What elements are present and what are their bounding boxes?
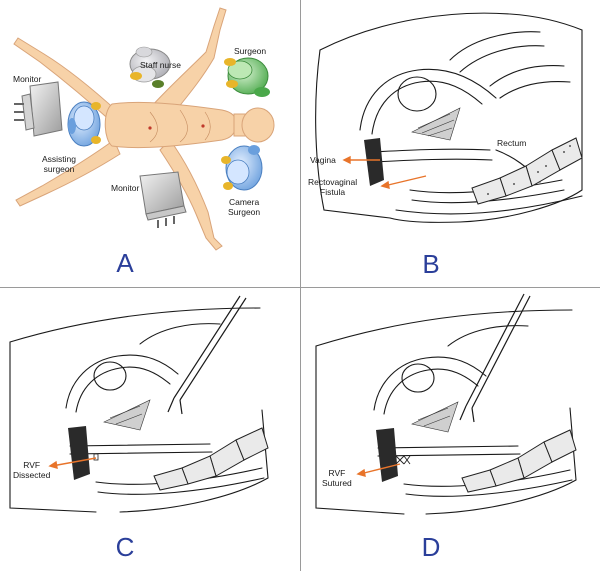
monitor-left-icon bbox=[14, 81, 63, 137]
label-rvf-dissected: RVF Dissected bbox=[13, 460, 51, 480]
label-rectovaginal-fistula: Rectovaginal Fistula bbox=[308, 177, 358, 197]
laparoscopic-instrument bbox=[459, 293, 531, 423]
panel-d: RVF Sutured D bbox=[300, 288, 600, 571]
camera-surgeon-figure bbox=[221, 145, 263, 191]
laparoscopic-instrument bbox=[167, 295, 247, 415]
panel-divider-horizontal bbox=[0, 287, 600, 288]
sacrum bbox=[471, 137, 583, 205]
panel-c-illustration bbox=[9, 295, 269, 513]
label-camera-surgeon: Camera Surgeon bbox=[228, 197, 261, 217]
port-mark bbox=[148, 126, 152, 130]
label-surgeon: Surgeon bbox=[234, 46, 267, 56]
label-staff-nurse: Staff nurse bbox=[140, 60, 181, 70]
panel-letter-a: A bbox=[116, 248, 134, 278]
panel-letter-c: C bbox=[115, 532, 135, 562]
panel-divider-vertical bbox=[300, 0, 301, 571]
fistula-gap bbox=[93, 453, 99, 461]
panel-a: Monitor Staff nurse Surgeon Assisting su… bbox=[0, 0, 300, 287]
suture-mark bbox=[395, 455, 411, 465]
sacrum bbox=[461, 429, 577, 493]
patient-contour bbox=[149, 109, 211, 143]
panel-letter-d: D bbox=[421, 532, 441, 562]
panel-c: RVF Dissected C bbox=[0, 288, 300, 571]
panel-letter-b: B bbox=[422, 249, 440, 279]
label-monitor-left: Monitor bbox=[13, 74, 42, 84]
arrow-fistula bbox=[380, 175, 427, 189]
uterus-hatch bbox=[411, 107, 461, 141]
sacrum bbox=[153, 427, 269, 491]
uterus-hatch bbox=[411, 401, 459, 433]
label-rvf-sutured: RVF Sutured bbox=[322, 468, 352, 488]
arrow-vagina bbox=[342, 155, 380, 165]
label-rectum: Rectum bbox=[497, 138, 527, 148]
panel-b: Vagina Rectum Rectovaginal Fistula B bbox=[300, 0, 600, 287]
perineal-muscle bbox=[376, 428, 398, 482]
staff-nurse-figure bbox=[129, 46, 171, 88]
panel-b-illustration bbox=[315, 12, 583, 223]
panel-a-illustration bbox=[13, 7, 275, 251]
panel-d-illustration bbox=[315, 293, 577, 515]
perineal-muscle bbox=[364, 138, 384, 186]
port-mark bbox=[201, 124, 205, 128]
arrow-rvf-dissected bbox=[48, 457, 97, 469]
assisting-surgeon-figure bbox=[67, 101, 101, 147]
surgeon-figure bbox=[224, 57, 270, 97]
arrow-rvf-sutured bbox=[356, 463, 401, 477]
uterus-hatch bbox=[103, 399, 151, 431]
label-assisting-surgeon: Assisting surgeon bbox=[42, 154, 77, 174]
perineal-muscle bbox=[68, 426, 90, 480]
monitor-bottom-icon bbox=[139, 171, 187, 228]
label-vagina: Vagina bbox=[310, 155, 336, 165]
label-monitor-bottom: Monitor bbox=[111, 183, 140, 193]
